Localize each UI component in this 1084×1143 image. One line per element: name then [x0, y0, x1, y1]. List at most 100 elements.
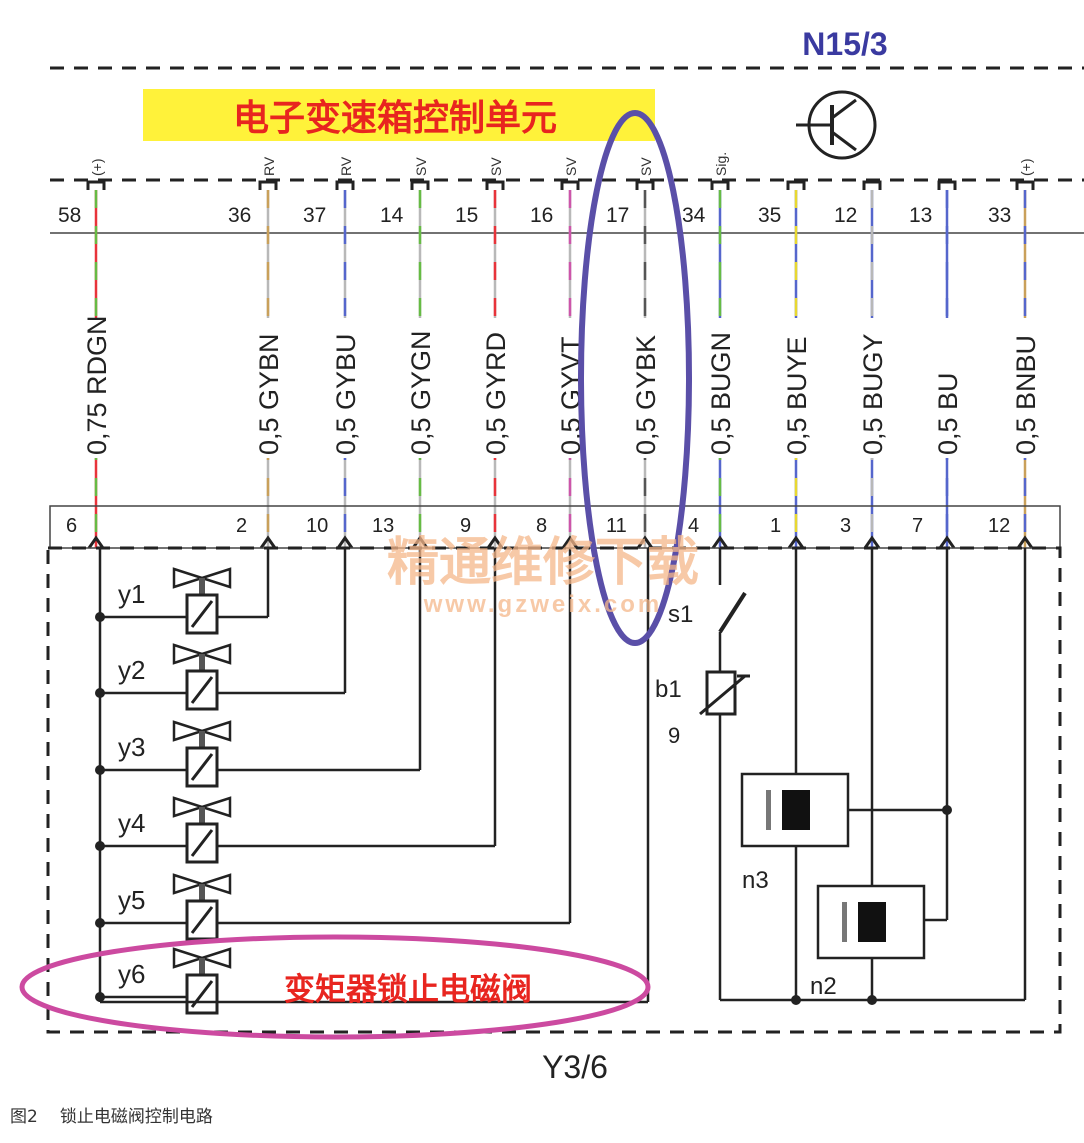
solenoid-valve [95, 548, 422, 788]
valve-block-code: Y3/6 [542, 1049, 608, 1085]
sensor-pin: 9 [668, 723, 680, 748]
wire-label-bg [250, 318, 286, 458]
wire-label-bg [929, 318, 965, 458]
ecu-pin-number: 12 [834, 204, 857, 227]
wire-label: 0,5 GYBU [331, 333, 361, 455]
wire-label: 0,5 GYRD [481, 332, 511, 455]
connector-terminal [336, 535, 354, 549]
switch-label: s1 [668, 601, 693, 628]
ecu-pin-signal: Sig. [713, 152, 729, 176]
highlight-ellipse-pink [19, 934, 651, 1040]
junction-dots [791, 805, 952, 1005]
connector-terminal [636, 535, 654, 549]
ecu-pin-terminal [258, 180, 278, 190]
wire-label-bg [1007, 318, 1043, 458]
connector-pin-number: 12 [988, 515, 1010, 537]
connector-pin-number: 2 [236, 515, 247, 537]
connector-pin-number: 4 [688, 515, 699, 537]
wire-label: 0,5 BNBU [1011, 335, 1041, 455]
wire-label: 0,5 BUGN [706, 332, 736, 455]
ecu-pin-number: 37 [303, 204, 326, 227]
connector-pin-number: 8 [536, 515, 547, 537]
ecu-pin-terminal [410, 180, 430, 190]
wire-label-bg [778, 318, 814, 458]
connector-pin-number: 13 [372, 515, 394, 537]
ecu-pin-number: 58 [58, 204, 81, 227]
switch-s1 [718, 548, 747, 634]
connector-terminal [411, 535, 429, 549]
connector-pin-number: 3 [840, 515, 851, 537]
ecu-pin-number: 34 [682, 204, 706, 227]
sensor-b1 [699, 670, 750, 716]
connector-terminal [787, 535, 805, 549]
ecu-pin-number: 36 [228, 204, 251, 227]
wire-label-bg [702, 318, 738, 458]
valve-label: y5 [118, 885, 145, 915]
ecu-pin-terminal [560, 180, 580, 190]
ecu-pin-terminal [1015, 180, 1035, 190]
ecu-pin-terminal [485, 180, 505, 190]
wire-label: 0,5 BUYE [782, 336, 812, 455]
ecu-pin-number: 33 [988, 204, 1011, 227]
ecu-label: 电子变速箱控制单元 [233, 97, 557, 138]
ecu-pin-number: 35 [758, 204, 781, 227]
sensor-n2-label: n2 [810, 973, 837, 1000]
figure-number: 图2 [10, 1107, 38, 1127]
ecu-pin-terminal [86, 180, 106, 190]
solenoid-valve [95, 548, 497, 864]
highlight-ellipse-blue [578, 110, 692, 646]
valve-label: y3 [118, 732, 145, 762]
ecu-pin-number: 14 [380, 204, 404, 227]
connector-pin-number: 11 [606, 515, 627, 537]
valve-label: y2 [118, 655, 145, 685]
wire-label-bg [327, 318, 363, 458]
sensor-n3-label: n3 [742, 867, 769, 894]
valve-label: y1 [118, 579, 145, 609]
wire-label: 0,75 RDGN [82, 315, 112, 455]
watermark-url: www.gzweix.com [423, 591, 663, 618]
connector-terminal [259, 535, 277, 549]
figure-title: 锁止电磁阀控制电路 [59, 1107, 213, 1127]
ecu-pin-terminal [335, 180, 355, 190]
ecu-pin-terminal [635, 180, 655, 190]
wire-label-bg [402, 318, 438, 458]
solenoid-valve [95, 548, 572, 941]
wire-label-bg [854, 318, 890, 458]
ecu-pin-signal: RV [261, 156, 277, 176]
connector-terminal [938, 535, 956, 549]
connector-pin-number: 7 [912, 515, 923, 537]
ecu-pin-number: 16 [530, 204, 553, 227]
ecu-pin-signal: SV [413, 157, 429, 176]
wire-label: 0,5 GYBN [254, 333, 284, 455]
ecu-pin-terminal [937, 180, 957, 190]
solenoid-valve [95, 548, 347, 711]
ecu-pin-signal: SV [563, 157, 579, 176]
speed-sensor-n2 [816, 884, 926, 960]
ecu-pin-signal: SV [488, 157, 504, 176]
connector-terminal [1016, 535, 1034, 549]
connector-pin-number: 10 [306, 515, 328, 537]
wire-label-bg [627, 318, 663, 458]
sensor-label: b1 [655, 676, 682, 703]
connector-pin-number: 6 [66, 515, 77, 537]
transistor-icon [796, 90, 877, 160]
watermark-cn: 精通维修下载 [387, 534, 699, 592]
ecu-pin-number: 15 [455, 204, 478, 227]
lockup-valve-label: 变矩器锁止电磁阀 [284, 972, 532, 1007]
wire-label: 0,5 GYGN [406, 330, 436, 455]
speed-sensor-n3 [740, 772, 850, 848]
wire-label: 0,5 BUGY [858, 333, 888, 455]
ecu-pin-terminal [786, 180, 806, 190]
ecu-pin-number: 17 [606, 204, 629, 227]
connector-terminal [561, 535, 579, 549]
ecu-code: N15/3 [802, 26, 887, 62]
wire-label: 0,5 GYBK [631, 335, 661, 455]
solenoid-valve [95, 947, 232, 1015]
connector-pin-number: 1 [770, 515, 781, 537]
connector-terminal [87, 535, 105, 549]
connector-terminal [863, 535, 881, 549]
ecu-pin-signal: (+) [1018, 159, 1034, 177]
wire-label-bg [78, 318, 114, 458]
